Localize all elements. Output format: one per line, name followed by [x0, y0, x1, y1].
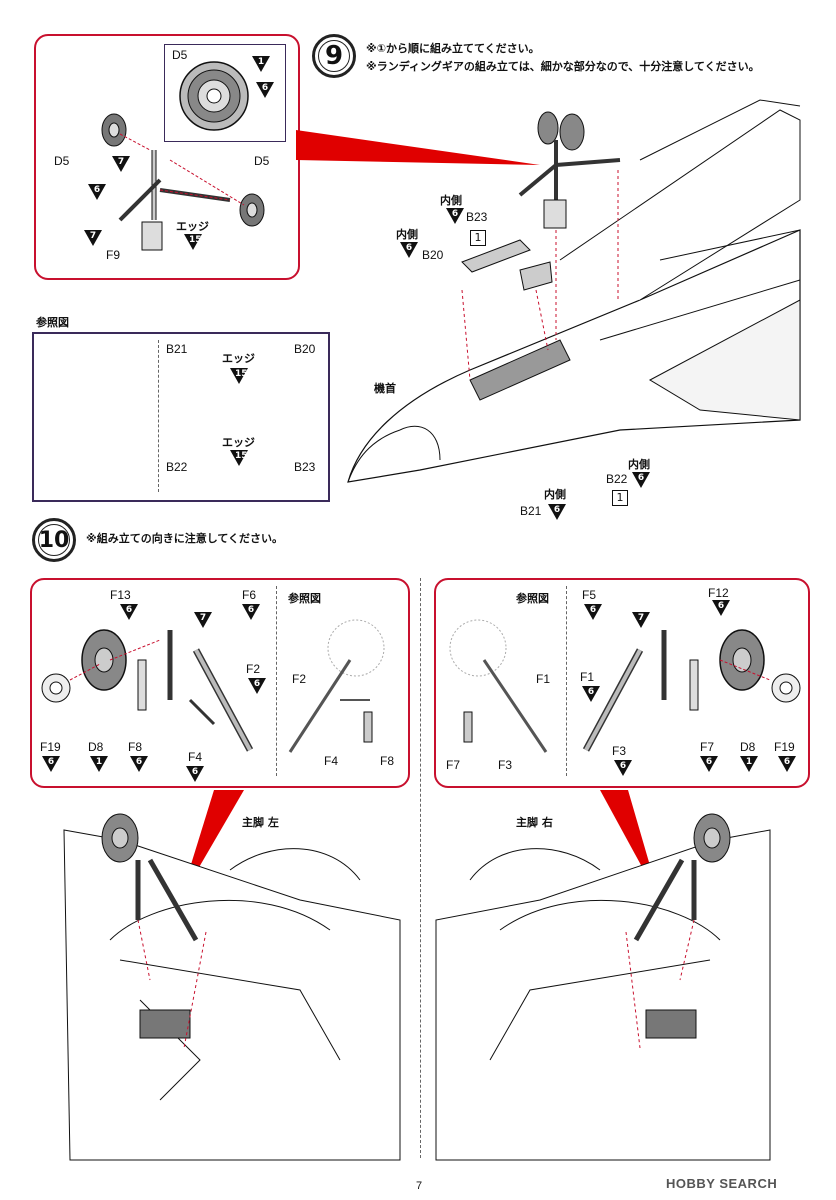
label-b21: B21 — [520, 504, 542, 518]
step-9-note-2: ※ランディングギアの組み立ては、細かな部分なので、十分注意してください。 — [366, 60, 760, 73]
step-10-note: ※組み立ての向きに注意してください。 — [86, 532, 284, 545]
left-ref-label-f2: F2 — [292, 672, 307, 686]
ref-label-b20: B20 — [294, 342, 316, 356]
ref-label-b23: B23 — [294, 460, 316, 474]
step-9-number: 9 — [312, 34, 356, 78]
number-f1: 6 — [582, 686, 600, 702]
label-b20: B20 — [422, 248, 444, 262]
label-nose: 機首 — [374, 382, 396, 395]
number-f4: 6 — [186, 766, 204, 782]
inset-number-6a: 6 — [256, 82, 274, 98]
inset-number-15: 15 — [184, 234, 202, 250]
number-d8: 1 — [90, 756, 108, 772]
label-b23: B23 — [466, 210, 488, 224]
step-box-b22: 1 — [612, 490, 628, 506]
right-panel-divider — [566, 586, 567, 776]
label-f5: F5 — [582, 588, 597, 602]
number-d8-right: 1 — [740, 756, 758, 772]
label-f2: F2 — [246, 662, 261, 676]
number-b21: 6 — [548, 504, 566, 520]
number-f19-right: 6 — [778, 756, 796, 772]
number-f7: 6 — [700, 756, 718, 772]
label-f3: F3 — [612, 744, 627, 758]
inset-label-edge: エッジ — [176, 220, 209, 233]
main-gear-right-label: 主脚 右 — [516, 816, 553, 829]
inset-number-7a: 7 — [112, 156, 130, 172]
number-b22: 6 — [632, 472, 650, 488]
step-box-b23: 1 — [470, 230, 486, 246]
number-f3: 6 — [614, 760, 632, 776]
right-ref-label-f7: F7 — [446, 758, 461, 772]
ref-label-b22: B22 — [166, 460, 188, 474]
main-gear-left-label: 主脚 左 — [242, 816, 279, 829]
number-f5: 6 — [584, 604, 602, 620]
inset-label-d5-left: D5 — [54, 154, 70, 168]
right-ref-label-f1: F1 — [536, 672, 551, 686]
right-reference-title: 参照図 — [516, 592, 549, 605]
number-f2: 6 — [248, 678, 266, 694]
label-inner-b20: 内側 — [396, 228, 418, 241]
label-inner-b22: 内側 — [628, 458, 650, 471]
label-f13: F13 — [110, 588, 131, 602]
number-b23: 6 — [446, 208, 464, 224]
label-f19: F19 — [40, 740, 61, 754]
number-seven-left: 7 — [194, 612, 212, 628]
label-d8: D8 — [88, 740, 104, 754]
label-f1: F1 — [580, 670, 595, 684]
right-ref-label-f3: F3 — [498, 758, 513, 772]
label-f4: F4 — [188, 750, 203, 764]
left-panel-divider — [276, 586, 277, 776]
inset-label-d5-top: D5 — [172, 48, 188, 62]
label-f19-right: F19 — [774, 740, 795, 754]
page-number: 7 — [416, 1180, 423, 1192]
number-f12: 6 — [712, 600, 730, 616]
left-ref-label-f8: F8 — [380, 754, 395, 768]
inset-number-6b: 6 — [88, 184, 106, 200]
inset-label-f9: F9 — [106, 248, 121, 262]
label-inner-b21: 内側 — [544, 488, 566, 501]
center-divider — [420, 578, 421, 1158]
number-b20: 6 — [400, 242, 418, 258]
left-reference-title: 参照図 — [288, 592, 321, 605]
label-d8-right: D8 — [740, 740, 756, 754]
number-f6: 6 — [242, 604, 260, 620]
ref-number-15a: 15 — [230, 368, 248, 384]
label-b22: B22 — [606, 472, 628, 486]
label-f8: F8 — [128, 740, 143, 754]
reference-box — [32, 332, 330, 502]
number-f8: 6 — [130, 756, 148, 772]
ref-number-15b: 15 — [230, 450, 248, 466]
label-f6: F6 — [242, 588, 257, 602]
step-10-number: 10 — [32, 518, 76, 562]
watermark: HOBBY SEARCH — [666, 1176, 778, 1191]
ref-label-b21: B21 — [166, 342, 188, 356]
number-f19: 6 — [42, 756, 60, 772]
inset-number-7b: 7 — [84, 230, 102, 246]
ref-label-edge-1: エッジ — [222, 352, 255, 365]
step-9-note-1: ※①から順に組み立ててください。 — [366, 42, 540, 55]
reference-title: 参照図 — [36, 316, 69, 329]
label-f12: F12 — [708, 586, 729, 600]
ref-label-edge-2: エッジ — [222, 436, 255, 449]
number-seven-right: 7 — [632, 612, 650, 628]
inset-number-1: 1 — [252, 56, 270, 72]
inset-label-d5-right: D5 — [254, 154, 270, 168]
number-f13: 6 — [120, 604, 138, 620]
label-inner-b23: 内側 — [440, 194, 462, 207]
left-ref-label-f4: F4 — [324, 754, 339, 768]
label-f7: F7 — [700, 740, 715, 754]
reference-divider — [158, 340, 159, 492]
